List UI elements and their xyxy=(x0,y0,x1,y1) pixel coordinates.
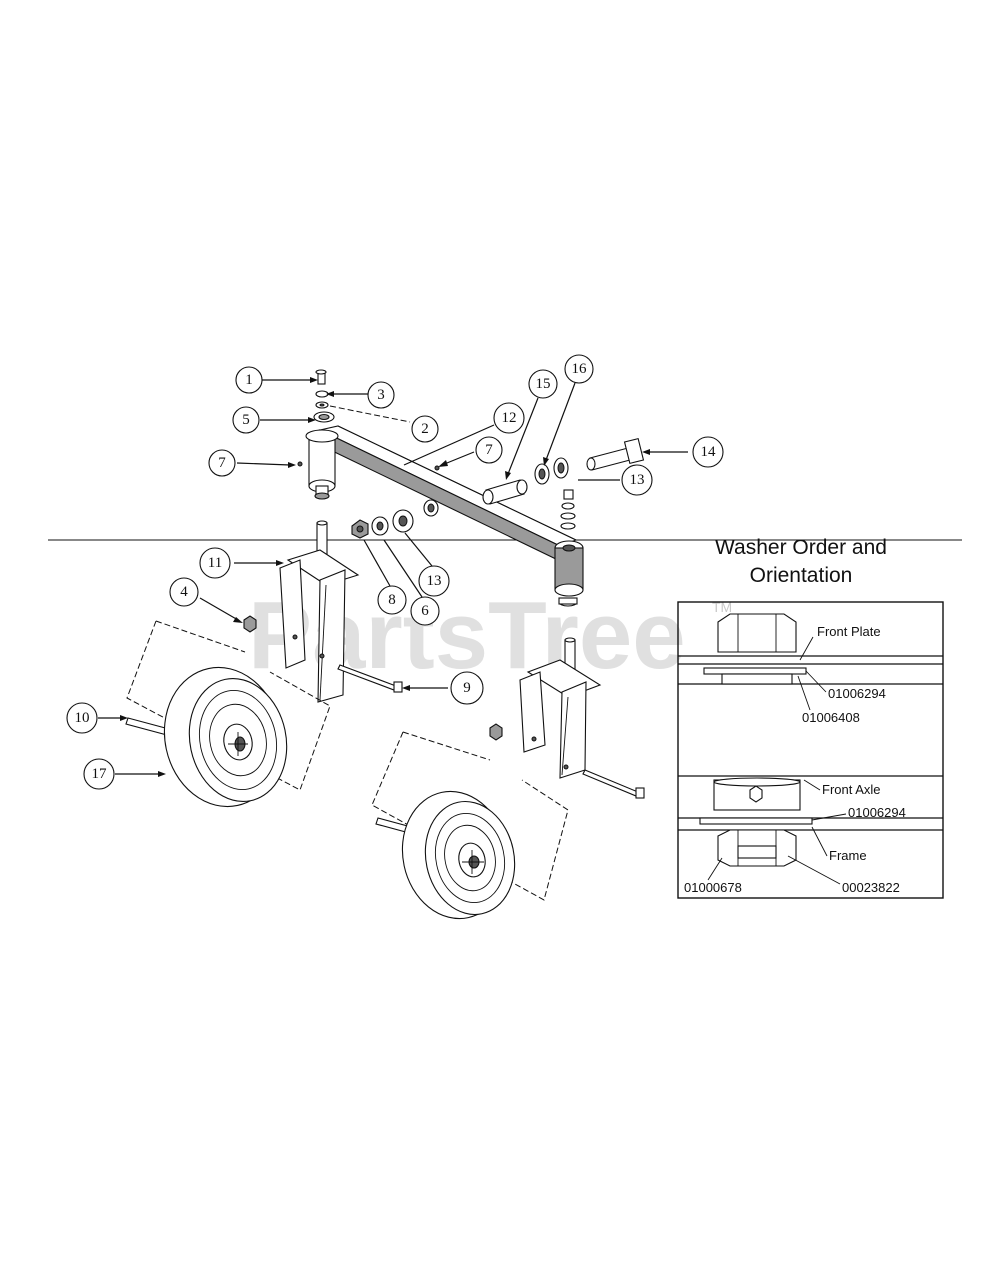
callout-5: 5 xyxy=(232,406,260,434)
svg-text:7: 7 xyxy=(485,442,493,458)
pivot-nut-washers xyxy=(351,509,414,539)
callout-leaders xyxy=(98,377,688,777)
svg-text:11: 11 xyxy=(208,555,222,571)
washers-16 xyxy=(534,457,569,485)
callout-3: 3 xyxy=(367,381,395,409)
inset-front-plate-detail xyxy=(678,613,943,685)
svg-text:9: 9 xyxy=(463,680,471,696)
right-axle-bolt xyxy=(582,769,645,799)
label-01006294-bottom: 01006294 xyxy=(848,805,906,820)
left-wheel-dashed-guide xyxy=(126,620,331,791)
right-spindle-tube xyxy=(554,540,584,607)
callout-17: 17 xyxy=(83,758,115,790)
watermark-tm: TM xyxy=(712,599,732,615)
svg-text:13: 13 xyxy=(630,472,645,488)
callout-7-left: 7 xyxy=(208,449,236,477)
left-pivot-hardware-stack xyxy=(305,369,339,443)
callout-14: 14 xyxy=(692,436,724,468)
svg-text:1: 1 xyxy=(245,372,253,388)
washer-order-inset: Washer Order and Orientation Front Plate… xyxy=(677,536,944,899)
callout-11: 11 xyxy=(199,547,231,579)
label-front-axle: Front Axle xyxy=(822,782,881,797)
svg-text:14: 14 xyxy=(701,444,717,460)
label-01006408: 01006408 xyxy=(802,710,860,725)
svg-text:5: 5 xyxy=(242,412,250,428)
svg-text:12: 12 xyxy=(502,410,517,426)
label-00023822: 00023822 xyxy=(842,880,900,895)
svg-text:10: 10 xyxy=(75,710,90,726)
svg-text:6: 6 xyxy=(421,603,429,619)
left-wheel xyxy=(163,666,288,808)
grease-zerk-right xyxy=(434,465,440,471)
callout-6: 6 xyxy=(410,596,440,626)
left-axle-bolt xyxy=(337,664,403,693)
svg-text:7: 7 xyxy=(218,455,226,471)
callout-4: 4 xyxy=(169,577,199,607)
svg-text:8: 8 xyxy=(388,592,396,608)
callout-10: 10 xyxy=(66,702,98,734)
svg-text:16: 16 xyxy=(572,361,588,377)
right-fork-nut xyxy=(489,723,503,741)
callout-8: 8 xyxy=(377,585,407,615)
callout-9: 9 xyxy=(450,671,484,705)
svg-text:15: 15 xyxy=(536,376,551,392)
callout-13-lower: 13 xyxy=(418,565,450,597)
callout-12: 12 xyxy=(493,402,525,434)
inset-title-line1: Washer Order and xyxy=(715,536,887,559)
front-axle-beam xyxy=(317,425,578,561)
callout-15: 15 xyxy=(528,369,558,399)
label-frame: Frame xyxy=(829,848,867,863)
svg-text:17: 17 xyxy=(92,766,108,782)
callout-16: 16 xyxy=(564,354,594,384)
callout-1: 1 xyxy=(235,366,263,394)
left-spindle-tube xyxy=(308,433,336,500)
inset-front-axle-detail xyxy=(678,775,943,867)
right-pivot-hardware-stack xyxy=(560,489,576,530)
inset-frame xyxy=(677,601,944,899)
callout-7-right: 7 xyxy=(475,436,503,464)
label-01000678: 01000678 xyxy=(684,880,742,895)
label-01006294-top: 01006294 xyxy=(828,686,886,701)
pivot-bolt-14 xyxy=(586,437,645,471)
left-fork-nut xyxy=(243,615,257,633)
svg-text:2: 2 xyxy=(421,421,429,437)
svg-text:13: 13 xyxy=(427,573,442,589)
right-wheel-dashed-guide xyxy=(371,731,569,901)
right-wheel xyxy=(401,790,516,920)
callout-13-right: 13 xyxy=(621,464,653,496)
inset-title-line2: Orientation xyxy=(750,564,853,587)
callout-2: 2 xyxy=(411,415,439,443)
svg-text:3: 3 xyxy=(377,387,385,403)
grease-zerk-left xyxy=(297,461,303,467)
right-caster-fork xyxy=(519,637,602,779)
label-front-plate: Front Plate xyxy=(817,624,881,639)
svg-text:4: 4 xyxy=(180,584,188,600)
sleeve-15 xyxy=(482,479,528,505)
